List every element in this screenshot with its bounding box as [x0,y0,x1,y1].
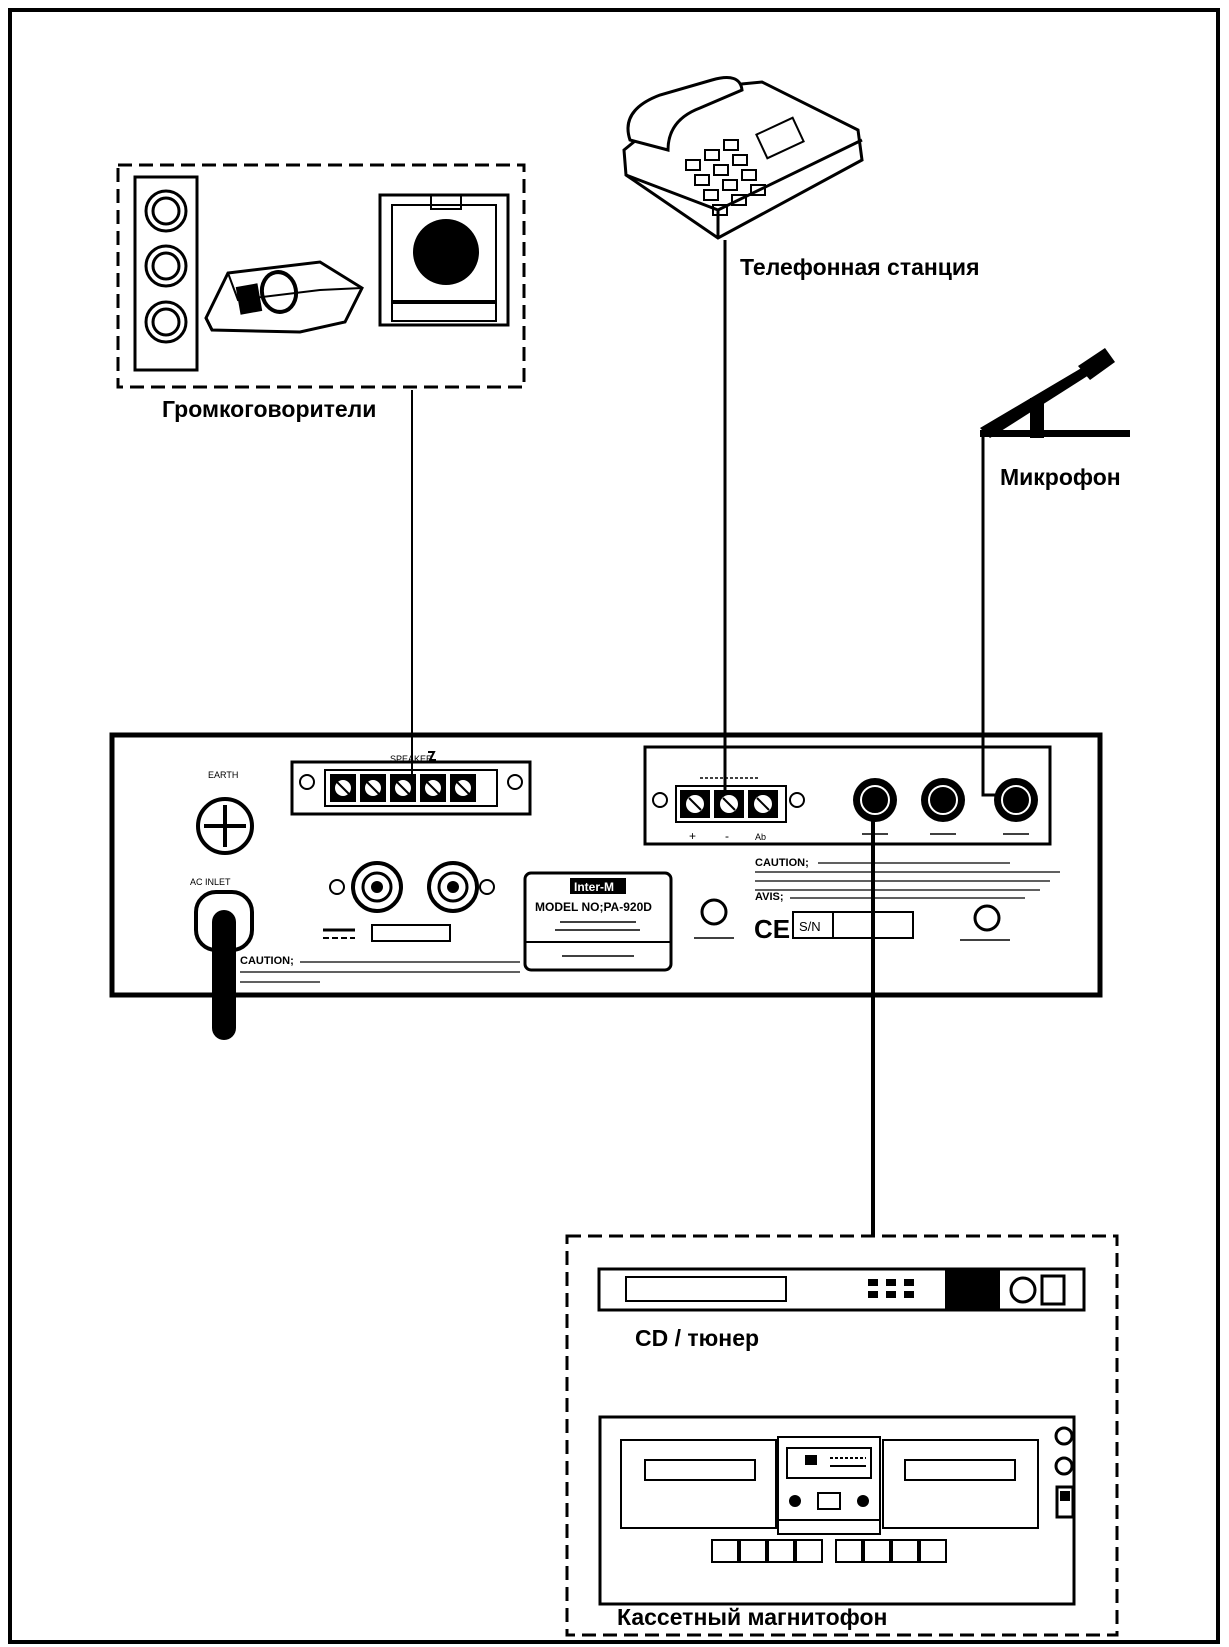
microphone-icon [980,348,1130,438]
svg-text:EARTH: EARTH [208,770,238,780]
wedge-speaker-icon [204,260,364,334]
microphone-group: Микрофон [980,348,1130,490]
sources-group: CD / тюнер [565,1234,1119,1637]
panel-frame [109,732,1103,998]
svg-text:SPEAKER: SPEAKER [390,754,433,764]
model-plate: Inter-M MODEL NO;PA-920D [523,871,673,972]
cassette-label: Кассетный магнитофон [617,1604,887,1630]
speakers-label: Громкоговорители [162,396,376,422]
speakers-group: Громкоговорители [116,163,526,422]
earth-terminal [196,797,254,855]
caution-right-label: CAUTION; [755,857,809,869]
input-section: + - Ab [643,745,1052,846]
model-number: MODEL NO;PA-920D [535,900,652,914]
caution-right-fine-print [755,862,1060,899]
dc-power-terminals [323,861,495,942]
speaker-output-terminals: SPEAKER [290,751,532,816]
connection-lines [411,240,1005,1236]
microphone-label: Микрофон [1000,464,1121,490]
ce-mark: CE [754,914,790,944]
brand-logo: Inter-M [574,880,614,894]
cassette-deck-icon [598,1415,1076,1606]
power-cord [212,910,236,1040]
telephone-icon [622,76,864,240]
fuse-left [700,898,728,926]
telephone-group: Телефонная станция [622,76,980,280]
serial-number-label: S/N [799,919,821,934]
caution-left-label: CAUTION; [240,955,294,967]
tel-terminal-ab: Ab [755,832,766,842]
input-jacks [853,778,1038,835]
fuse-right [973,904,1001,932]
cd-tuner-icon [597,1267,1086,1312]
caution-left-fine-print [240,961,520,983]
telephone-input-terminal: + - Ab [652,777,805,843]
cd-tuner-label: CD / тюнер [635,1325,759,1351]
tel-terminal-minus: - [725,829,729,843]
amplifier-rear-panel: EARTH AC INLET SPEAKER [109,732,1103,1040]
horn-speaker-icon [378,193,510,327]
sources-dashed-box [565,1234,1119,1637]
svg-text:AC INLET: AC INLET [190,877,231,887]
speakers-dashed-box [116,163,526,389]
column-speaker-icon [133,175,199,372]
serial-number-box [792,911,914,939]
microphone-cable [981,437,1005,797]
outer-frame [8,8,1220,1644]
telephone-label: Телефонная станция [740,254,980,280]
tel-terminal-plus: + [689,829,696,843]
avis-label: AVIS; [755,891,784,903]
